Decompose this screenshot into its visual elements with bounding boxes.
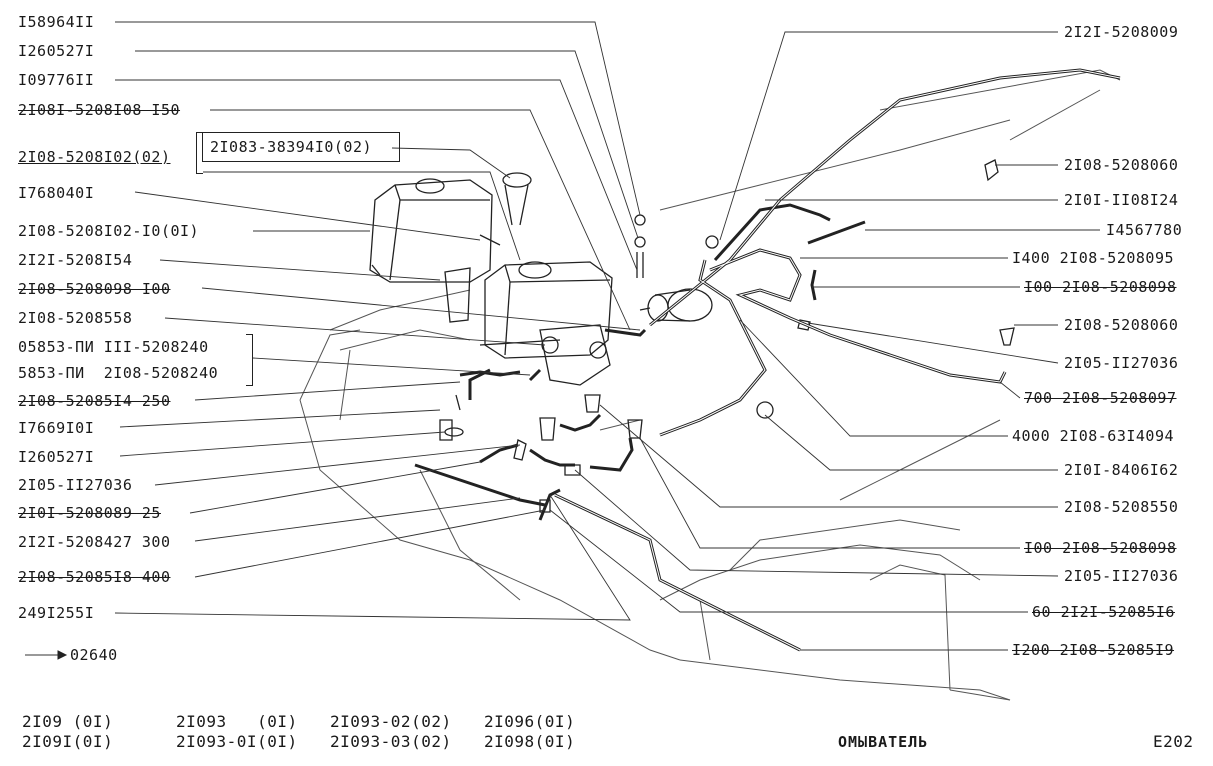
bracket-box-neck-top xyxy=(202,132,400,162)
washer-reservoir-lower xyxy=(484,261,613,359)
diagram-title: ОМЫВАТЕЛЬ xyxy=(838,733,929,751)
label-inner-neck: 2I083-38394I0(02) xyxy=(210,138,373,156)
label-right-14: 60 2I2I-52085I6 xyxy=(1032,603,1175,621)
model-1-4: 2I096(0I) xyxy=(484,712,576,731)
label-left-9: 2I08-5208558 xyxy=(18,309,133,327)
label-left-1: I260527I xyxy=(18,42,95,60)
label-right-11: 2I08-5208550 xyxy=(1064,498,1179,516)
washer-reservoir-upper xyxy=(369,178,493,283)
label-left-10: 05853-ПИ III-5208240 xyxy=(18,338,209,356)
label-left-0: I58964II xyxy=(18,13,95,31)
label-left-11: 5853-ПИ 2I08-5208240 xyxy=(18,364,219,382)
car-body-outline xyxy=(299,69,1121,701)
washer-pump xyxy=(639,288,713,322)
label-right-15: I200 2I08-52085I9 xyxy=(1012,641,1175,659)
bracket-box-neck xyxy=(196,132,203,174)
model-2-1: 2I09I(0I) xyxy=(22,732,114,751)
label-right-0: 2I2I-5208009 xyxy=(1064,23,1179,41)
label-left-14: I260527I xyxy=(18,448,95,466)
label-right-2: 2I0I-II08I24 xyxy=(1064,191,1179,209)
model-1-1: 2I09 (0I) xyxy=(22,712,114,731)
label-left-2: I09776II xyxy=(18,71,95,89)
label-left-4: 2I08-5208I02(02) xyxy=(18,148,171,166)
fittings xyxy=(439,159,1015,513)
label-left-12: 2I08-52085I4 250 xyxy=(18,392,171,410)
page-code: E202 xyxy=(1153,732,1194,751)
label-left-7: 2I2I-5208I54 xyxy=(18,251,133,269)
hoses xyxy=(414,68,1121,652)
model-1-3: 2I093-02(02) xyxy=(330,712,452,731)
label-right-9: 4000 2I08-63I4094 xyxy=(1012,427,1175,445)
label-right-5: I00 2I08-5208098 xyxy=(1024,278,1177,296)
reference-code: 02640 xyxy=(70,646,118,664)
bracket-box-code xyxy=(246,334,253,386)
label-right-13: 2I05-II27036 xyxy=(1064,567,1179,585)
model-2-4: 2I098(0I) xyxy=(484,732,576,751)
label-left-5: I768040I xyxy=(18,184,95,202)
model-1-2: 2I093 (0I) xyxy=(176,712,298,731)
label-right-6: 2I08-5208060 xyxy=(1064,316,1179,334)
label-right-7: 2I05-II27036 xyxy=(1064,354,1179,372)
label-right-4: I400 2I08-5208095 xyxy=(1012,249,1175,267)
label-left-3: 2I08I-5208I08 I50 xyxy=(18,101,181,119)
label-right-10: 2I0I-8406I62 xyxy=(1064,461,1179,479)
label-left-18: 2I08-52085I8 400 xyxy=(18,568,171,586)
model-2-3: 2I093-03(02) xyxy=(330,732,452,751)
label-right-3: I4567780 xyxy=(1106,221,1183,239)
reservoir-bracket xyxy=(479,324,611,386)
model-2-2: 2I093-0I(0I) xyxy=(176,732,298,751)
label-left-15: 2I05-II27036 xyxy=(18,476,133,494)
label-left-8: 2I08-5208098 I00 xyxy=(18,280,171,298)
label-left-19: 249I255I xyxy=(18,604,95,622)
label-left-17: 2I2I-5208427 300 xyxy=(18,533,171,551)
label-left-6: 2I08-5208I02-I0(0I) xyxy=(18,222,200,240)
label-right-12: I00 2I08-5208098 xyxy=(1024,539,1177,557)
label-left-13: I7669I0I xyxy=(18,419,95,437)
leader-lines xyxy=(25,21,1100,656)
label-left-16: 2I0I-5208089 25 xyxy=(18,504,161,522)
label-right-8: 700 2I08-5208097 xyxy=(1024,389,1177,407)
washer-nozzles xyxy=(539,394,643,441)
filler-neck xyxy=(444,172,532,323)
label-right-1: 2I08-5208060 xyxy=(1064,156,1179,174)
